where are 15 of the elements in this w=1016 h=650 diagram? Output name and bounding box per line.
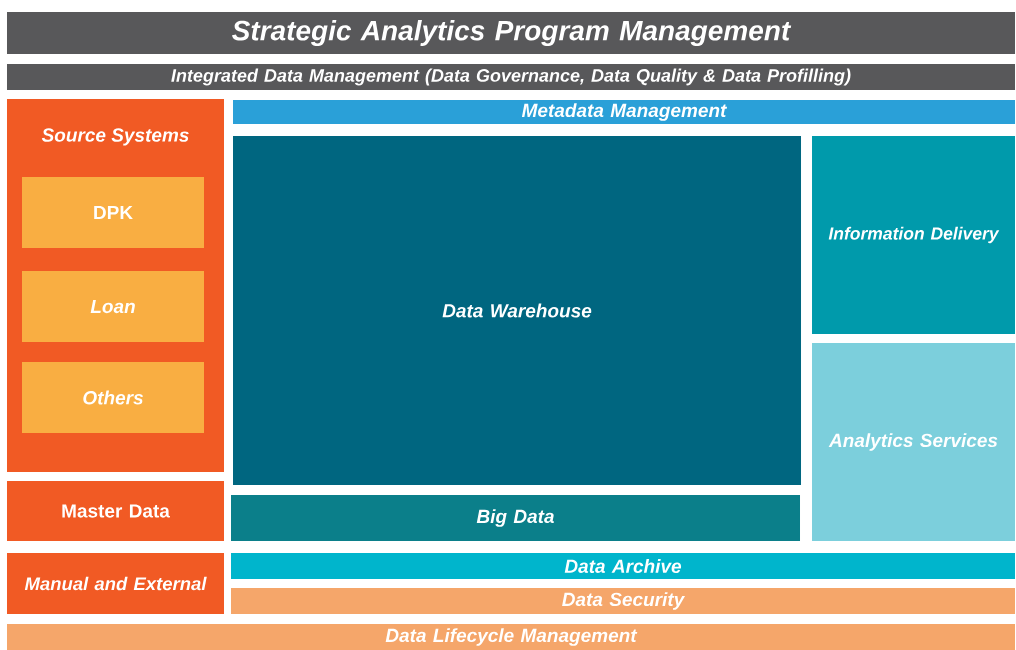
- component-box: Others: [22, 362, 204, 433]
- component-box: Manual and External: [7, 553, 224, 614]
- component-box: Analytics Services: [812, 343, 1015, 541]
- component-box: Data Warehouse: [233, 136, 801, 485]
- banner-bar: Metadata Management: [233, 100, 1015, 124]
- banner-bar: Data Archive: [231, 553, 1015, 579]
- title-bar: Strategic Analytics Program Management: [7, 12, 1015, 54]
- banner-bar: Data Security: [231, 588, 1015, 614]
- component-box: Loan: [22, 271, 204, 342]
- banner-bar: Data Lifecycle Management: [7, 624, 1015, 650]
- component-box: Master Data: [7, 481, 224, 541]
- component-box: Information Delivery: [812, 136, 1015, 334]
- component-box: DPK: [22, 177, 204, 248]
- banner-bar: Integrated Data Management (Data Governance, Data Quality & Data Profilling): [7, 64, 1015, 90]
- component-box: Big Data: [231, 495, 800, 541]
